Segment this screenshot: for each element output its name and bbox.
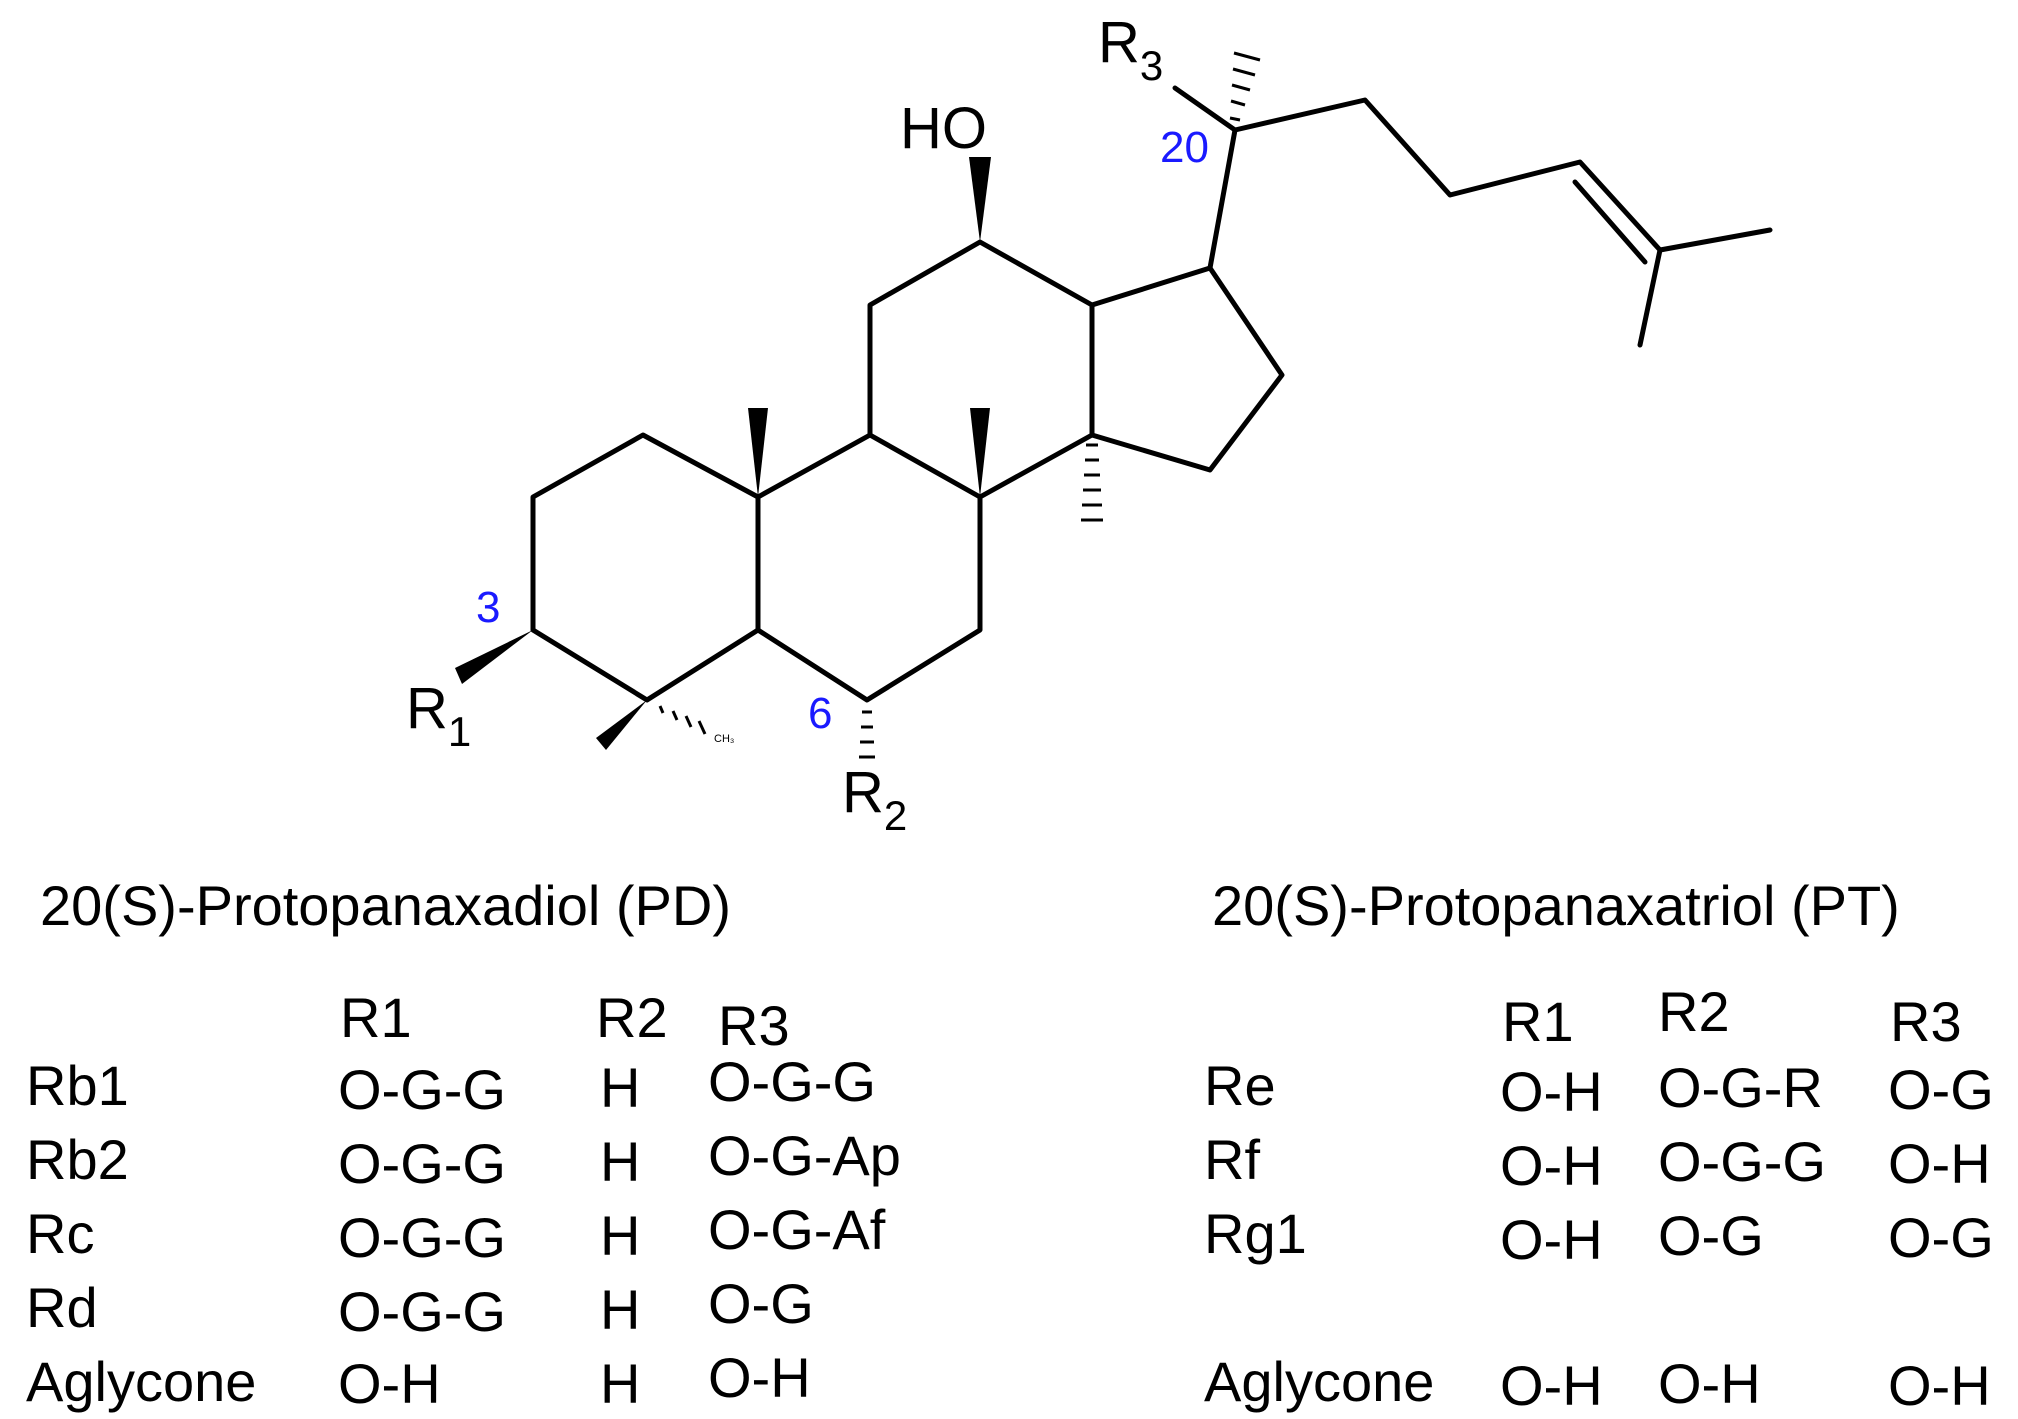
hydroxyl-label: HO [900, 96, 987, 161]
pt-header-r3: R3 [1890, 990, 1962, 1053]
pt-row-r3: O-G [1888, 1058, 1994, 1121]
pd-row-r1: O-G-G [338, 1132, 506, 1195]
pd-row-r2: H [600, 1130, 641, 1193]
r2-label: R2 [842, 760, 907, 839]
pd-header-r1: R1 [340, 986, 412, 1049]
r1-label: R1 [406, 676, 471, 755]
pd-row-r2: H [600, 1278, 641, 1341]
pd-row-r3: O-H [708, 1346, 811, 1409]
pt-title: 20(S)-Protopanaxatriol (PT) [1212, 874, 1900, 937]
pt-row-r1: O-H [1500, 1060, 1603, 1123]
pt-row-r1: O-H [1500, 1354, 1603, 1417]
pd-row-name: Rb2 [26, 1128, 129, 1191]
pt-row-r3: O-H [1888, 1354, 1991, 1417]
pt-header-r1: R1 [1502, 990, 1574, 1053]
pd-row-r1: O-G-G [338, 1280, 506, 1343]
pd-row-r3: O-G-G [708, 1050, 876, 1113]
pd-row-name: Rb1 [26, 1054, 129, 1117]
pt-row-name: Re [1204, 1054, 1276, 1117]
pd-row-r3: O-G-Af [708, 1198, 886, 1261]
methyl-tiny-label: CH₃ [714, 733, 734, 745]
position-6-label: 6 [808, 689, 832, 738]
pt-row-r1: O-H [1500, 1134, 1603, 1197]
pd-row-name: Aglycone [26, 1350, 257, 1413]
pt-row-r2: O-G [1658, 1204, 1764, 1267]
pd-row-r1: O-G-G [338, 1206, 506, 1269]
ginsenoside-core-structure: HO R3 R1 R2 CH₃ 3 6 20 [406, 10, 1773, 839]
pd-header-r2: R2 [596, 986, 668, 1049]
position-20-label: 20 [1160, 123, 1209, 172]
pd-row-r2: H [600, 1352, 641, 1415]
pd-row-r1: O-G-G [338, 1058, 506, 1121]
pd-row-name: Rd [26, 1276, 98, 1339]
skeleton-bonds [530, 85, 1773, 703]
pd-title: 20(S)-Protopanaxadiol (PD) [40, 874, 731, 937]
pt-row-name: Rg1 [1204, 1202, 1307, 1265]
r3-label: R3 [1098, 10, 1163, 89]
wedge-bonds [455, 157, 991, 750]
pt-row-r2: O-G-R [1658, 1056, 1823, 1119]
pd-header-r3: R3 [718, 994, 790, 1057]
pt-row-r3: O-H [1888, 1132, 1991, 1195]
pt-header-r2: R2 [1658, 980, 1730, 1043]
pt-row-r2: O-H [1658, 1352, 1761, 1415]
pt-row-r3: O-G [1888, 1206, 1994, 1269]
position-3-label: 3 [476, 583, 500, 632]
pd-row-r2: H [600, 1204, 641, 1267]
pd-row-r3: O-G-Ap [708, 1124, 901, 1187]
pd-row-r1: O-H [338, 1352, 441, 1415]
pt-row-r2: O-G-G [1658, 1130, 1826, 1193]
pd-row-name: Rc [26, 1202, 95, 1265]
hashed-bonds [658, 51, 1261, 759]
pd-row-r3: O-G [708, 1272, 814, 1335]
pd-row-r2: H [600, 1056, 641, 1119]
pt-row-name: Aglycone [1204, 1350, 1435, 1413]
pt-row-name: Rf [1204, 1128, 1260, 1191]
pt-row-r1: O-H [1500, 1208, 1603, 1271]
